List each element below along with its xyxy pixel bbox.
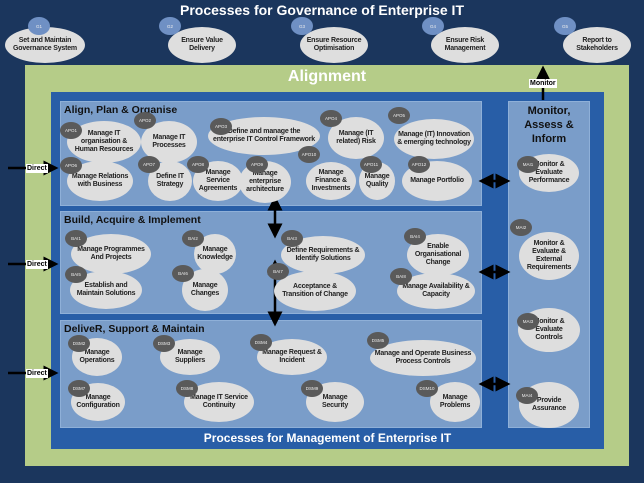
process-mai1: Monitor & Evaluate Performance [519,154,579,192]
process-id-badge: APO11 [360,156,382,173]
monitor-label: Monitor [529,79,557,88]
process-id-badge: DSM8 [176,380,198,397]
process-id-badge: DSM2 [68,335,90,352]
process-id-badge: APO10 [298,146,320,163]
process-id-badge: G5 [554,17,576,35]
process-id-badge: MAI1 [517,156,539,173]
process-id-badge: APO7 [138,156,160,173]
process-apo8: Manage Service Agreements [193,161,243,201]
process-id-badge: BAI1 [65,230,87,247]
section-title: DeliveR, Support & Maintain [64,323,205,335]
process-id-badge: MAI4 [516,387,538,404]
section-title: Build, Acquire & Implement [64,214,201,226]
process-id-badge: G1 [28,17,50,35]
process-bai7: Acceptance & Transition of Change [274,271,356,311]
process-dsm10: Manage Problems [430,382,480,422]
process-id-badge: DSM9 [301,380,323,397]
process-id-badge: BAI7 [267,263,289,280]
direct-label: Direct [26,260,48,269]
process-id-badge: APO9 [246,156,268,173]
process-apo4: Manage (IT related) Risk [328,117,384,159]
process-bai1: Manage Programmes And Projects [71,234,151,274]
process-id-badge: BAI6 [172,265,194,282]
process-id-badge: DSM10 [416,380,438,397]
direct-label: Direct [26,164,48,173]
process-g4: Ensure Risk Management [431,27,499,63]
process-id-badge: DSM4 [250,334,272,351]
process-apo2: Manage IT Processes [141,121,197,163]
process-id-badge: DSM3 [153,335,175,352]
process-id-badge: BAI2 [182,230,204,247]
process-id-badge: BAI3 [281,230,303,247]
process-id-badge: MAI3 [517,313,539,330]
process-id-badge: APO4 [320,110,342,127]
process-apo5: Manage (IT) Innovation & emerging techno… [394,119,474,159]
process-id-badge: DSM7 [68,380,90,397]
process-g3: Ensure Resource Optimisation [300,27,368,63]
direct-label: Direct [26,369,48,378]
process-g5: Report to Stakeholders [563,27,631,63]
process-id-badge: G2 [159,17,181,35]
process-id-badge: APO5 [388,107,410,124]
process-mai2: Monitor & Evaluate & External Requiremen… [519,232,579,280]
process-id-badge: MAI2 [510,219,532,236]
process-g2: Ensure Value Delivery [168,27,236,63]
process-id-badge: DSM5 [367,332,389,349]
process-id-badge: BAI4 [404,228,426,245]
process-dsm5: Manage and Operate Business Process Cont… [370,340,476,376]
process-id-badge: APO8 [187,156,209,173]
process-id-badge: APO3 [210,118,232,135]
management-title: Processes for Management of Enterprise I… [203,431,452,445]
process-id-badge: APO12 [408,156,430,173]
alignment-title: Alignment [287,68,367,85]
process-mai4: Provide Assurance [519,382,579,428]
process-id-badge: G4 [422,17,444,35]
process-id-badge: G3 [291,17,313,35]
governance-title: Processes for Governance of Enterprise I… [180,2,464,18]
section-title: Monitor, Assess & Inform [524,105,574,145]
process-id-badge: APO2 [134,112,156,129]
process-id-badge: APO1 [60,122,82,139]
process-id-badge: BAI5 [65,266,87,283]
process-id-badge: APO6 [60,157,82,174]
process-id-badge: BAI8 [390,268,412,285]
process-apo10: Manage Finance & Investments [306,162,356,200]
